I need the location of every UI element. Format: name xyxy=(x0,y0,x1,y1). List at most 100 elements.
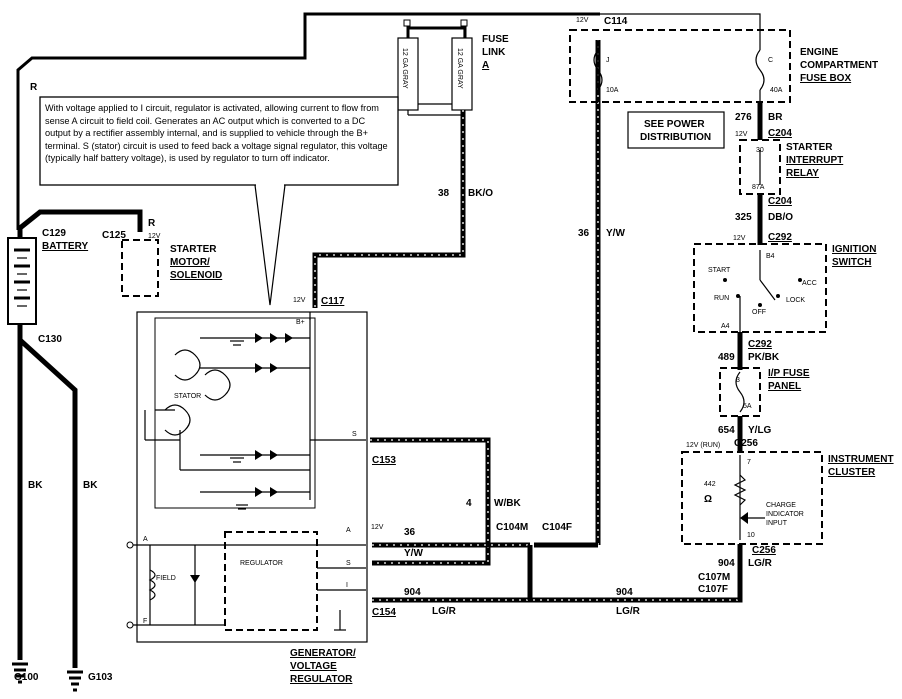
diagram-label: SOLENOID xyxy=(170,270,222,281)
diagram-label: INTERRUPT xyxy=(786,155,843,166)
ignition-switch-box xyxy=(693,243,827,333)
diagram-label: MOTOR/ xyxy=(170,257,210,268)
diagram-label: PANEL xyxy=(768,381,801,392)
diagram-label: 904 xyxy=(718,558,735,569)
diagram-label: LG/R xyxy=(616,606,641,617)
diagram-label: RUN xyxy=(714,295,729,302)
diagram-label: 38 xyxy=(438,188,450,199)
diagram-label: 12V xyxy=(371,524,384,531)
diagram-label: INDICATOR xyxy=(766,511,804,518)
diagram-label: 325 xyxy=(735,212,752,223)
connector-c107f: C107F xyxy=(698,584,728,595)
diagram-label: FUSE BOX xyxy=(800,73,851,84)
wire-r-starter-label: R xyxy=(148,218,156,229)
diagram-label: FUSE xyxy=(482,34,509,45)
connector-c204a: C204 xyxy=(768,128,792,139)
diagram-label: DISTRIBUTION xyxy=(640,132,711,143)
connector-c292a: C292 xyxy=(768,232,792,243)
fuse-link-gauge-right: 12 GA GRAY xyxy=(456,48,463,89)
ground-g103-icon xyxy=(67,670,83,692)
wire-bk2-label: BK xyxy=(83,480,98,491)
diagram-label: 10 xyxy=(747,532,755,539)
diagram-label: A xyxy=(346,527,351,534)
diagram-label: F xyxy=(143,618,147,625)
diagram-label: 4 xyxy=(466,498,472,509)
diagram-label: A4 xyxy=(721,323,730,330)
battery-label: BATTERY xyxy=(42,241,88,252)
diagram-label: S xyxy=(346,560,351,567)
connector-c154: C154 xyxy=(372,607,396,618)
diagram-label: START xyxy=(708,267,731,274)
diagram-label: VOLTAGE xyxy=(290,661,337,672)
regulator-box xyxy=(224,531,318,631)
diagram-label: Y/LG xyxy=(748,425,772,436)
note-box xyxy=(39,96,399,186)
diagram-label: REGULATOR xyxy=(290,674,353,685)
connector-c114: C114 xyxy=(604,16,628,27)
description-note: With voltage applied to I circuit, regul… xyxy=(45,103,388,164)
wire-r-label: R xyxy=(30,82,38,93)
diagram-label: ENGINE xyxy=(800,47,839,58)
wire-r-top xyxy=(16,12,600,230)
diagram-label: LINK xyxy=(482,47,506,58)
connector-c129: C129 xyxy=(42,228,66,239)
ground-g103-label: G103 xyxy=(88,672,113,683)
diagram-label: CLUSTER xyxy=(828,467,876,478)
diagram-label: LG/R xyxy=(432,606,457,617)
connector-c117: C117 xyxy=(321,296,345,307)
connector-c130: C130 xyxy=(38,334,62,345)
diagram-label: J xyxy=(606,57,610,64)
ground-g100-label: G100 xyxy=(14,672,39,683)
diagram-label: Y/W xyxy=(404,548,423,559)
diagram-label: B4 xyxy=(766,253,775,260)
diagram-label: 489 xyxy=(718,352,735,363)
wire-starter xyxy=(17,209,143,238)
ground-g100-icon xyxy=(12,662,28,684)
diagram-label: 276 xyxy=(735,112,752,123)
diagram-label: BK/O xyxy=(468,188,493,199)
diagram-label: C xyxy=(768,57,773,64)
diagram-label: FIELD xyxy=(156,575,176,582)
connector-c256a: C256 xyxy=(734,438,758,449)
diagram-label: 5A xyxy=(743,403,752,410)
diagram-label: DB/O xyxy=(768,212,793,223)
diagram-label: 12V xyxy=(733,235,746,242)
diagram-label: Y/W xyxy=(606,228,625,239)
instrument-cluster-box xyxy=(681,451,823,545)
connector-c107m: C107M xyxy=(698,572,730,583)
diagram-label: A xyxy=(143,536,148,543)
diagram-label: BR xyxy=(768,112,783,123)
engine-fuse-box xyxy=(569,29,791,103)
connector-c256b: C256 xyxy=(752,545,776,556)
diagram-label: INPUT xyxy=(766,520,788,527)
diagram-label: 12V xyxy=(576,17,589,24)
diagram-label: 12V xyxy=(293,297,306,304)
wire-bk1-label: BK xyxy=(28,480,43,491)
connector-c204b: C204 xyxy=(768,196,792,207)
connector-c125: C125 xyxy=(102,230,126,241)
diagram-label: PK/BK xyxy=(748,352,780,363)
diagram-label: 40A xyxy=(770,87,783,94)
connector-c153: C153 xyxy=(372,455,396,466)
diagram-label: S xyxy=(352,431,357,438)
diagram-label: 442 xyxy=(704,481,716,488)
diagram-label: 3 xyxy=(736,377,740,384)
diagram-label: COMPARTMENT xyxy=(800,60,878,71)
wire-bk-2 xyxy=(18,338,78,668)
diagram-label: Ω xyxy=(704,494,712,505)
diagram-label: W/BK xyxy=(494,498,521,509)
diagram-label: SEE POWER xyxy=(644,119,705,130)
diagram-label: 7 xyxy=(747,459,751,466)
diagram-label: 12V xyxy=(148,233,161,240)
diagram-label: GENERATOR/ xyxy=(290,648,356,659)
diagram-label: STARTER xyxy=(786,142,833,153)
diagram-label: 36 xyxy=(578,228,590,239)
diagram-label: ACC xyxy=(802,280,817,287)
diagram-label: OFF xyxy=(752,309,766,316)
diagram-label: 87A xyxy=(752,184,765,191)
diagram-label: STARTER xyxy=(170,244,217,255)
diagram-label: INSTRUMENT xyxy=(828,454,894,465)
diagram-label: 36 xyxy=(404,527,416,538)
